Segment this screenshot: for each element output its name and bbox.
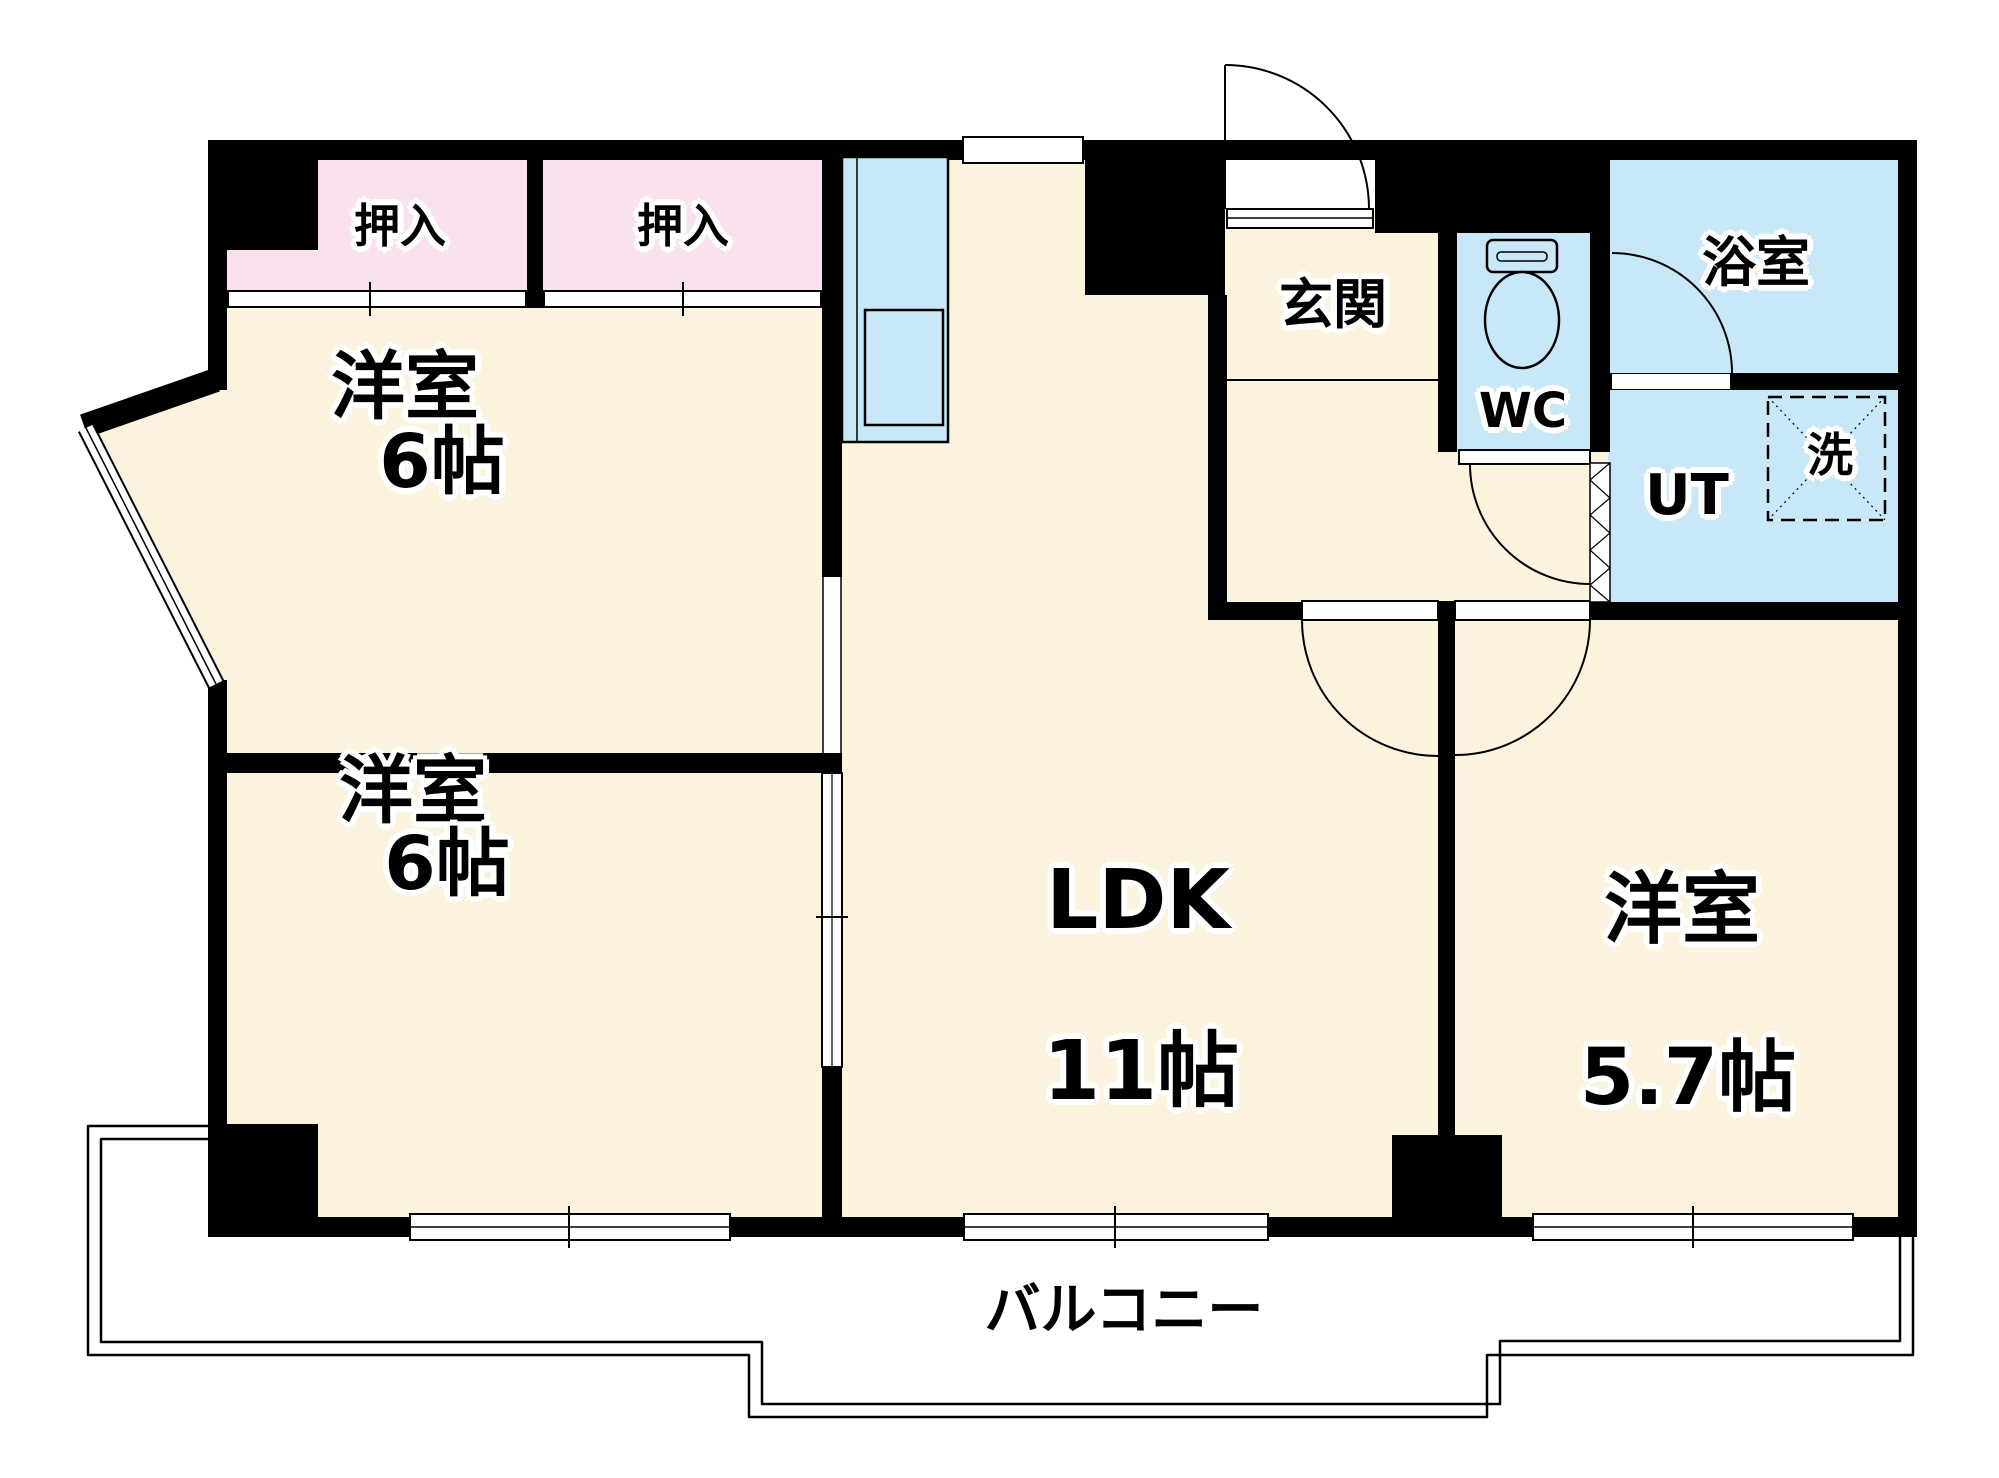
entrance-door [1224,64,1370,210]
threshold-post [1438,601,1455,620]
wall-wc-right [1590,233,1610,452]
wc-door-arc [1469,463,1591,585]
bathroom-area [1610,160,1900,373]
label-bedroom-lower-size: 6帖 [384,821,510,907]
label-ldk-name: LDK [1046,853,1230,948]
balcony-outer-line [86,1124,1915,1419]
hall-bedroom-right-threshold [1454,600,1591,621]
label-bedroom-right-size: 5.7帖 [1579,1033,1797,1123]
kitchen-sink-icon [863,308,945,427]
closet-right-area [543,159,822,290]
kitchen-counter [840,155,950,444]
wall-left-upper [208,140,227,390]
bedroom-right-door-arc [1454,619,1591,756]
label-bedroom-upper-name: 洋室 [331,344,479,430]
kitchen-window [962,136,1084,164]
utility-area [1608,390,1900,602]
bathroom-door-arc [1611,252,1733,374]
label-closet-left: 押入 [354,199,446,253]
door-arcs [1224,64,1733,757]
bay-window-center-line [85,427,217,685]
wall-bay-diagonal [80,368,220,438]
window-bedroom-right [1532,1206,1854,1248]
balcony-inner-line [99,1137,1902,1406]
entrance-recess [1225,126,1375,211]
wall-stub-balcony [1392,1135,1502,1237]
label-laundry: 洗 [1807,428,1853,482]
window-ldk [963,1206,1269,1248]
wall-left-lower [208,680,227,1126]
openings [227,136,1730,1068]
label-entrance: 玄関 [1279,273,1387,336]
wall-right [1898,140,1917,1237]
floor-bay-window [84,376,227,684]
label-balcony: バルコニー [984,1278,1264,1343]
bedroom-upper-doorway [822,577,842,753]
label-bathroom: 浴室 [1702,231,1810,294]
wc-threshold [1458,449,1591,465]
ldk-door-arc [1301,619,1439,757]
wall-closet-divider [527,140,543,308]
wall-entrance-right-block [1375,140,1610,233]
wall-entrance-left-block [1085,140,1225,295]
hall-ldk-threshold [1301,600,1439,621]
folding-door-zigzag-icon [1589,462,1611,603]
wall-hall-left [1208,295,1227,620]
label-ldk-size: 11帖 [1042,1024,1240,1119]
label-utility: UT [1645,463,1729,528]
washing-machine-pan-icon [1766,395,1887,522]
wall-ldk-bedroom-lower [822,1067,842,1218]
wall-bedroom-right-left [1438,620,1455,1137]
toilet-icon [1483,238,1561,370]
label-bedroom-right-name: 洋室 [1603,865,1761,955]
closet-left-sliding-door [229,292,525,306]
bay-window [77,423,225,689]
label-bedroom-lower-name: 洋室 [339,748,487,834]
door-swing-arc-icon [1224,64,1370,210]
wall-kitchen-left [822,159,842,577]
wall-bedroom-divider [208,753,842,773]
south-windows [409,1206,1854,1248]
wall-wc-left [1438,233,1457,452]
balcony-outline [86,1124,1915,1419]
bathroom-door-opening [1612,374,1730,389]
window-bedroom-lower [409,1206,731,1248]
label-wc: WC [1478,383,1568,439]
label-closet-right: 押入 [637,199,729,253]
label-bedroom-upper-size: 6帖 [379,419,505,505]
